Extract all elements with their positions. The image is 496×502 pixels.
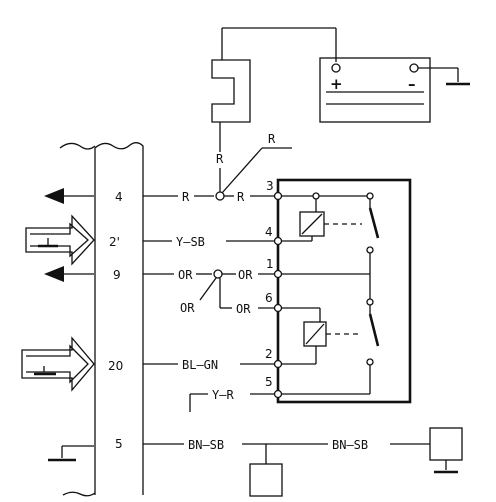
relay-terminal-1: 1 [266, 257, 274, 271]
pin-21-label: 2' [109, 235, 120, 249]
wire-label-r-branch: R [268, 132, 276, 146]
pin-20-label: 20 [108, 359, 123, 373]
battery: + – [319, 57, 470, 123]
wire-label-or-branch: OR [180, 301, 195, 315]
relay-terminal-4: 4 [265, 225, 273, 239]
fuse-holder [211, 27, 337, 123]
input-arrow-pin-21 [25, 214, 95, 266]
relay-terminal-3: 3 [266, 179, 274, 193]
control-unit-connector [59, 142, 144, 497]
wire-label-or-lower: OR [236, 302, 251, 316]
component-box-bottom [249, 463, 283, 497]
battery-plus-label: + [330, 75, 343, 93]
relay-unit [273, 178, 412, 404]
wire-label-y-sb: Y–SB [176, 235, 205, 249]
input-arrow-pin-20 [21, 336, 95, 392]
wire-label-bl-gn: BL–GN [182, 358, 218, 372]
wire-label-y-r: Y–R [212, 388, 234, 402]
splice-r [215, 191, 225, 201]
output-arrow-pin-4 [44, 188, 94, 204]
splice-or [213, 269, 223, 279]
wire-label-r: R [182, 190, 190, 204]
wire-label-bn-sb-left: BN–SB [188, 438, 224, 452]
relay-terminal-6: 6 [265, 291, 273, 305]
wire-label-or: OR [178, 268, 193, 282]
pin-4-label: 4 [115, 190, 123, 204]
battery-minus-label: – [408, 75, 416, 93]
component-box-right [429, 427, 463, 461]
pin-9-label: 9 [113, 268, 121, 282]
wire-label-bn-sb-right: BN–SB [332, 438, 368, 452]
wire-label-or-right: OR [238, 268, 253, 282]
wire-label-r-right: R [237, 190, 245, 204]
wire-label-r-up: R [216, 152, 224, 166]
ground-symbol-pin-5 [48, 445, 94, 462]
output-arrow-pin-9 [44, 266, 94, 282]
pin-5-label: 5 [115, 437, 123, 451]
relay-terminal-5: 5 [265, 375, 273, 389]
relay-terminal-2: 2 [265, 347, 273, 361]
